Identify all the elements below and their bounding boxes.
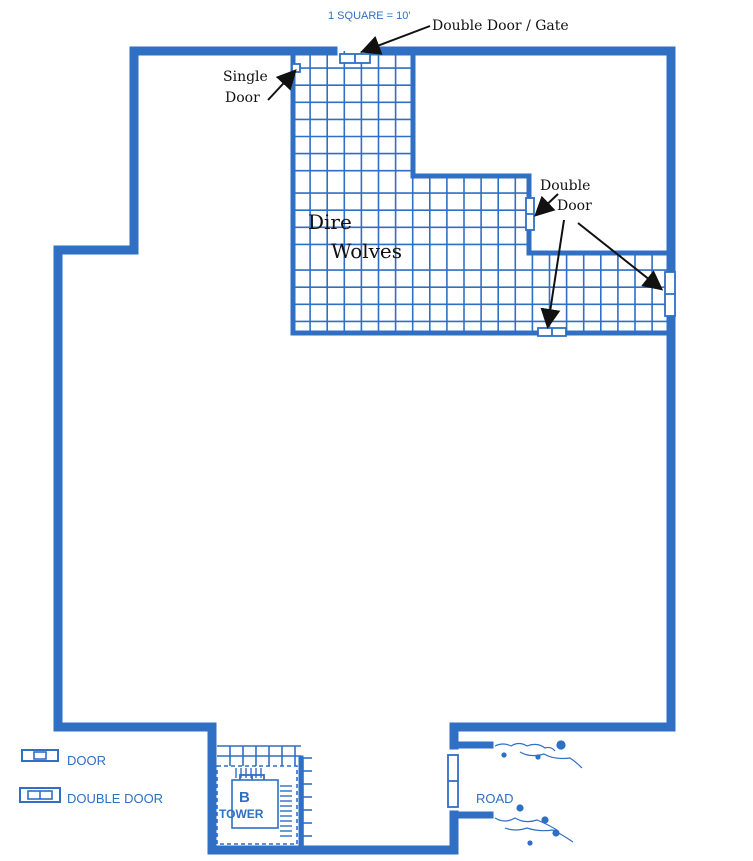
double-door-south[interactable] <box>537 327 567 337</box>
road-label: ROAD <box>476 791 514 806</box>
tower-letter: B <box>239 789 250 806</box>
double-door-far-east[interactable] <box>664 271 676 317</box>
arrow-double-door-south <box>540 219 565 329</box>
road-walls <box>450 741 494 819</box>
tower-stairs <box>235 768 292 837</box>
legend-door-symbol <box>21 749 59 762</box>
arrow-gate <box>360 25 431 55</box>
room-label-line1: Dire <box>308 210 352 234</box>
annotation-double-door-1: Double <box>540 178 590 194</box>
scale-label: 1 SQUARE = 10' <box>328 10 411 22</box>
annotation-double-door-2: Door <box>557 198 592 214</box>
room-label-line2: Wolves <box>331 239 402 263</box>
tower-b: B TOWER <box>216 765 298 845</box>
outer-walls <box>53 46 676 855</box>
legend-door-label: DOOR <box>67 753 106 768</box>
double-door-east[interactable] <box>525 197 535 231</box>
annotations: Double Door / Gate Single Door Double Do… <box>223 18 664 329</box>
door-gate-top[interactable] <box>339 53 371 64</box>
arrow-double-door-far-east <box>577 222 664 291</box>
annotation-double-door-gate: Double Door / Gate <box>432 18 569 34</box>
floor-grid <box>217 51 671 848</box>
legend-double-door-symbol <box>19 787 61 803</box>
road-scrub <box>494 740 583 846</box>
legend: DOOR DOUBLE DOOR <box>19 749 163 806</box>
tower-label: TOWER <box>219 807 264 821</box>
legend-double-door-label: DOUBLE DOOR <box>67 791 163 806</box>
road-double-door[interactable] <box>447 754 459 808</box>
annotation-single-door-1: Single <box>223 69 268 85</box>
arrow-single-door <box>267 69 297 101</box>
single-door[interactable] <box>291 63 301 73</box>
arrow-double-door-east <box>534 193 559 217</box>
annotation-single-door-2: Door <box>225 90 260 106</box>
